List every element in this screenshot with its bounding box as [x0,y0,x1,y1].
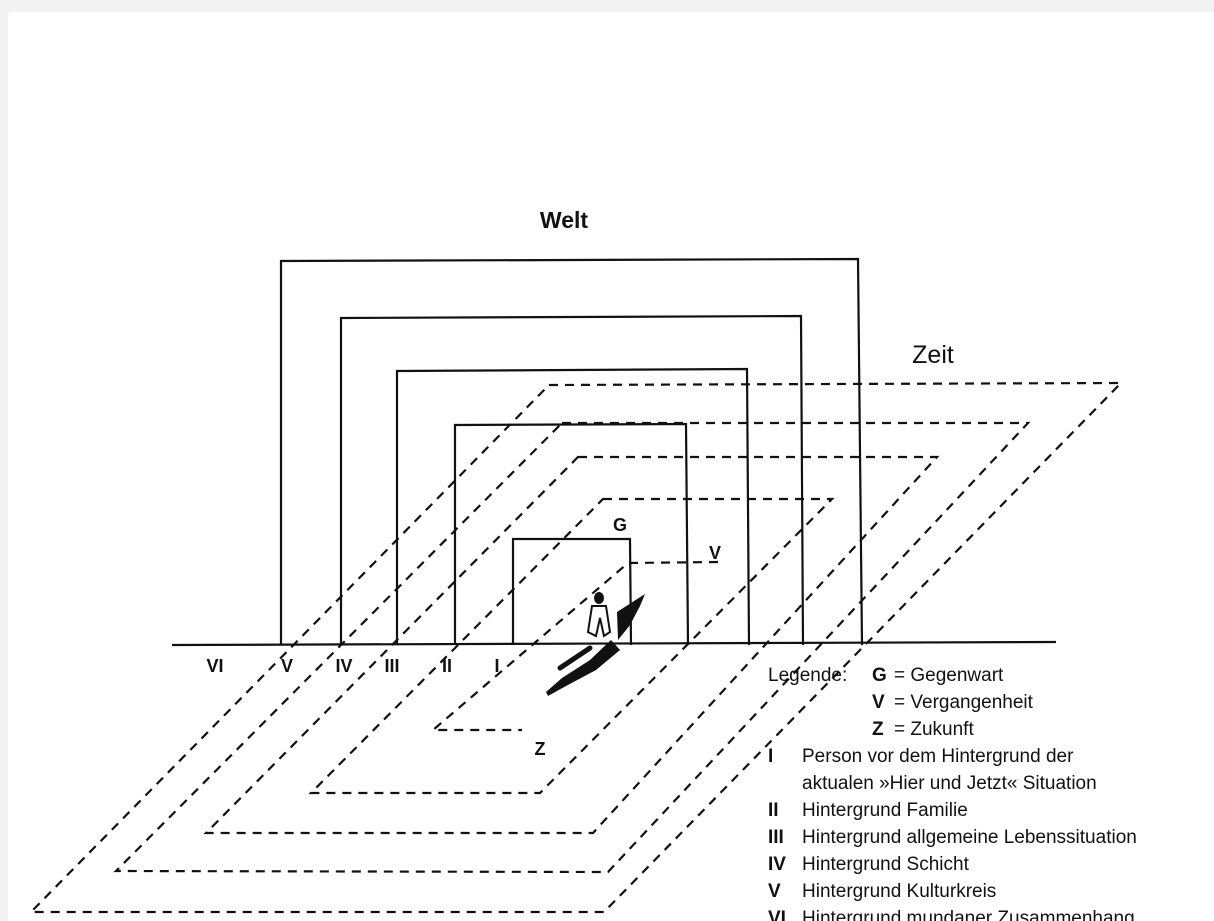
level-label-v: V [281,656,293,676]
time-plane-v [113,421,1031,874]
legend-text-iii: Hintergrund allgemeine Lebenssituation [802,827,1137,848]
world-frame-i [511,537,633,646]
legend-num-iii: III [768,827,784,848]
legend-text-v: = Vergangenheit [894,692,1033,713]
legend-text-g: = Gegenwart [894,665,1004,686]
present-label: G [613,515,627,535]
legend-text-i-2: aktualen »Hier und Jetzt« Situation [802,773,1097,794]
level-label-iii: III [384,656,399,676]
world-frame-iv [339,314,805,646]
legend-text-ii: Hintergrund Familie [802,800,968,821]
legend-num-v: V [768,881,781,902]
time-plane-vi [28,381,1124,914]
time-plane-iii [308,497,835,795]
person-icon [546,592,645,696]
world-label: Welt [540,207,588,233]
past-label: V [709,543,721,563]
legend-key-z: Z [872,719,884,740]
legend-num-iv: IV [768,854,786,875]
level-label-iv: IV [335,656,352,676]
world-frame-iii [395,367,751,646]
legend-key-g: G [872,665,887,686]
legend-heading: Legende: [768,665,848,686]
lifeworld-diagram: Welt Zeit G V Z VI V IV III II I [28,207,1124,914]
legend-text-i-1: Person vor dem Hintergrund der [802,746,1074,767]
legend-key-v: V [872,692,885,713]
legend-text-iv: Hintergrund Schicht [802,854,969,875]
level-label-vi: VI [206,656,223,676]
world-frame-v [279,257,864,646]
level-label-ii: II [442,656,452,676]
legend-num-vi: VI [768,908,786,921]
time-label: Zeit [912,341,954,369]
world-frame-ii [453,422,690,646]
future-label: Z [535,739,546,759]
legend-num-ii: II [768,800,779,821]
diagram-page: Welt Zeit G V Z VI V IV III II I Legende… [8,12,1214,921]
legend-text-v: Hintergrund Kulturkreis [802,881,997,902]
time-plane-ii [430,560,719,732]
time-plane-iv [203,455,940,835]
legend-text-z: = Zukunft [894,719,974,740]
legend-text-vi: Hintergrund mundaner Zusammenhang [802,908,1135,921]
level-label-i: I [494,656,499,676]
legend-num-i: I [768,746,774,767]
